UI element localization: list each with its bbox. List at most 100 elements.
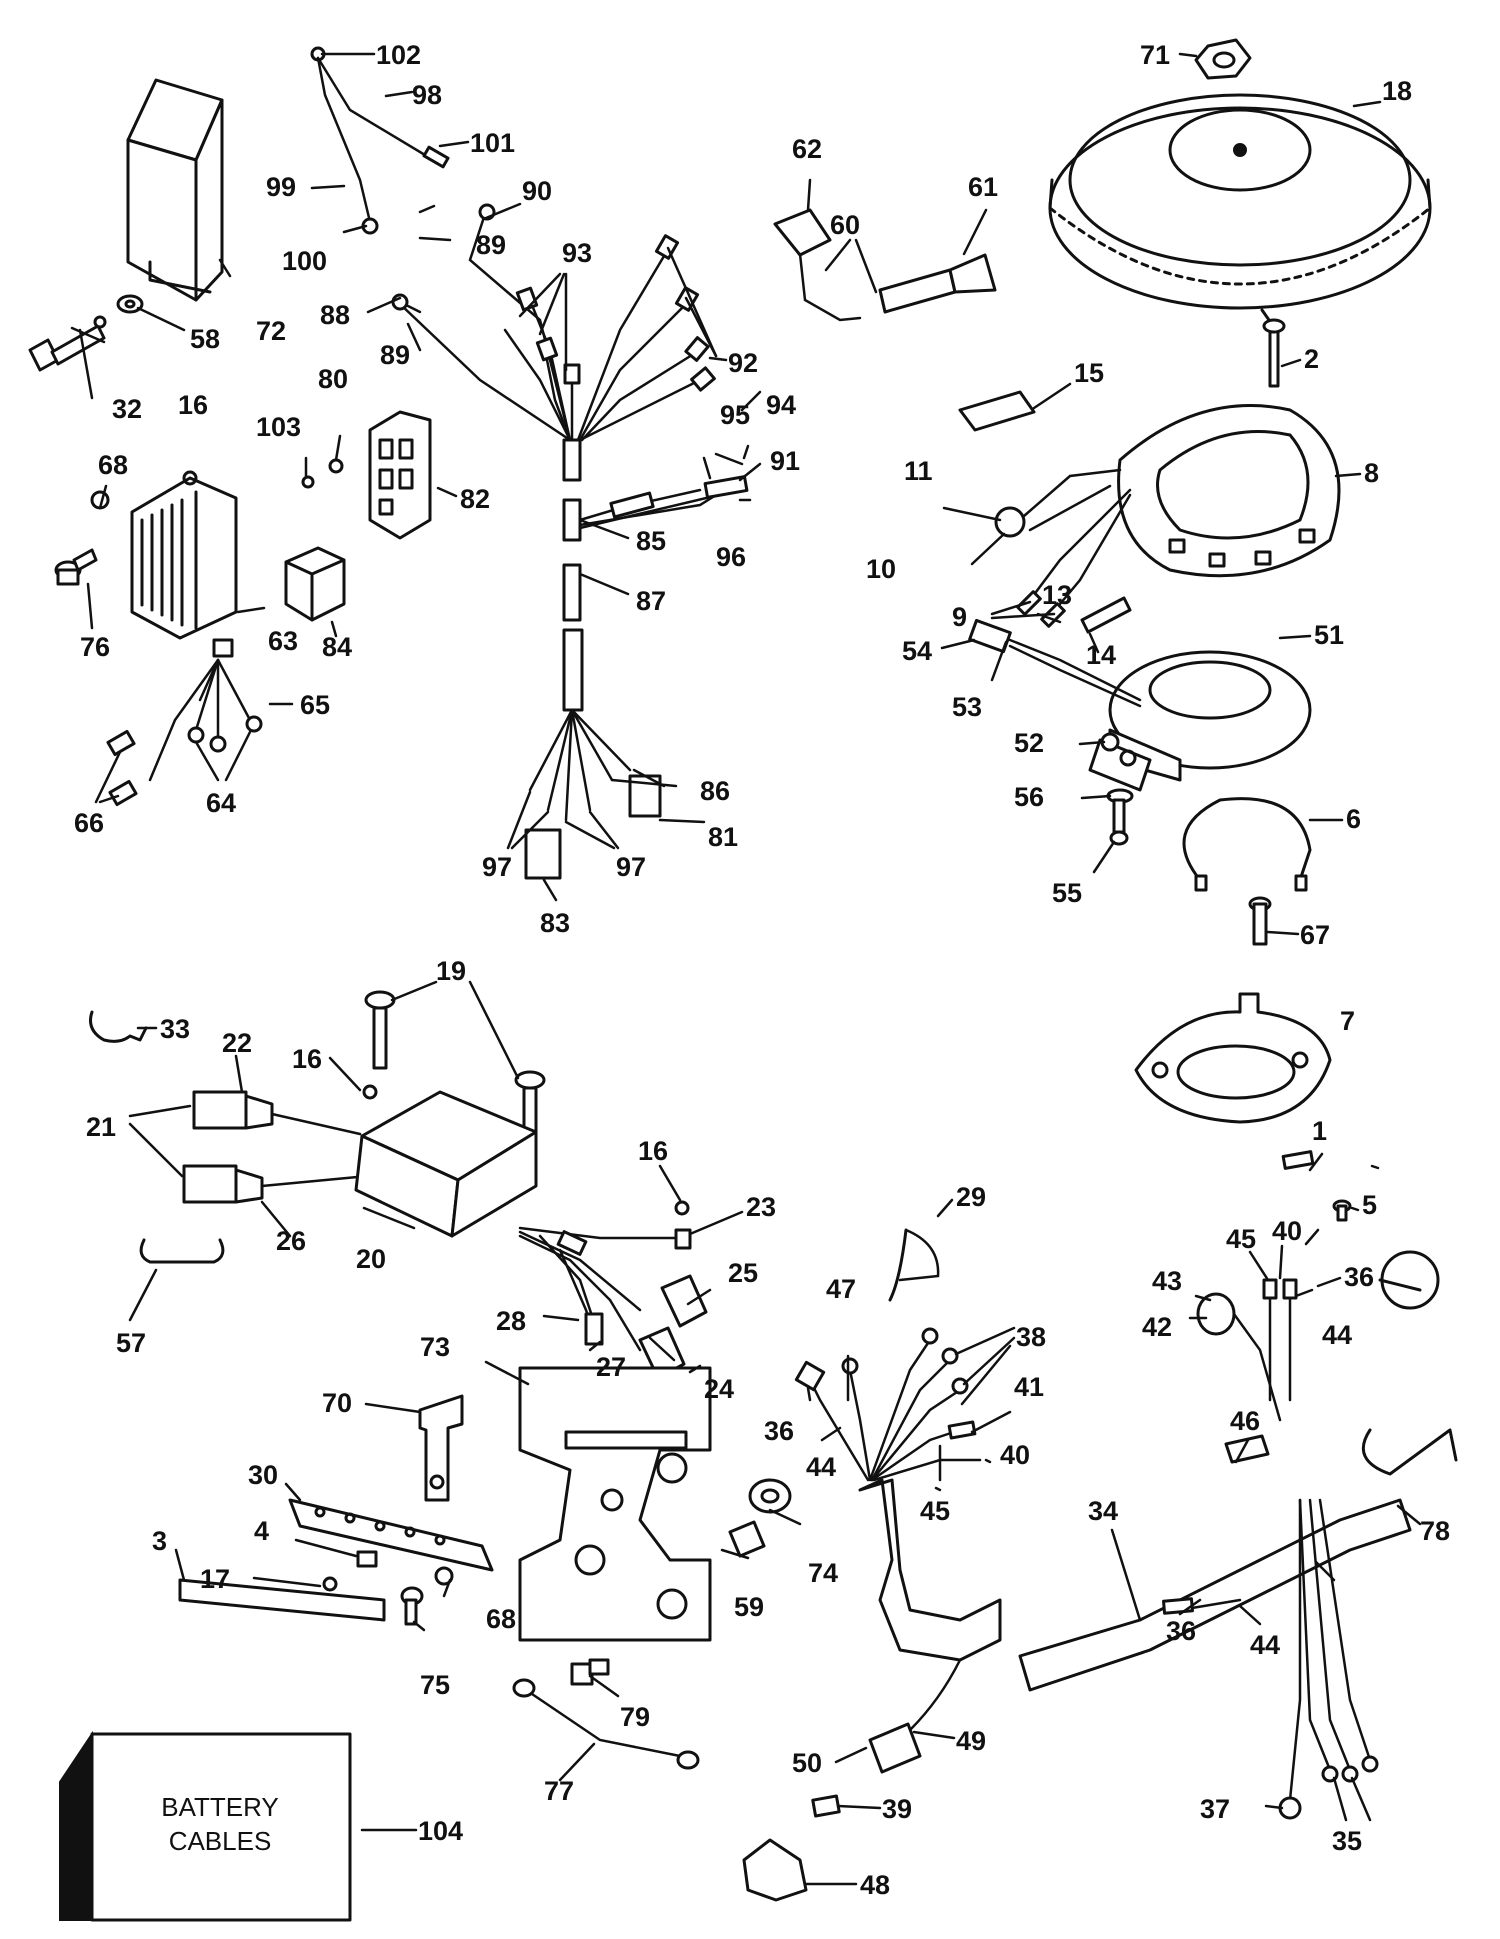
callout-45-b: 45 [1226,1224,1256,1254]
callout-25: 25 [728,1258,758,1288]
box-label-line-2: CABLES [169,1826,272,1856]
callout-77: 77 [544,1776,574,1806]
callout-44-a: 44 [806,1452,836,1482]
callout-73: 73 [420,1332,450,1362]
part-34-main-harness [1018,1498,1412,1692]
callout-91: 91 [770,446,800,476]
callout-24: 24 [704,1374,734,1404]
callout-98: 98 [412,80,442,110]
callout-88: 88 [320,300,350,330]
part-20-power-pack [354,1090,538,1238]
callout-16-c: 16 [638,1136,668,1166]
callout-76: 76 [80,632,110,662]
part-73-mounting-plate [518,1366,712,1642]
callout-61: 61 [968,172,998,202]
callout-19: 19 [436,956,466,986]
callout-48: 48 [860,1870,890,1900]
part-74-grommet [748,1478,792,1514]
callout-96: 96 [716,542,746,572]
callout-23: 23 [746,1192,776,1222]
leader-lines [70,52,1422,1886]
callout-26: 26 [276,1226,306,1256]
part-23-ground-lead [518,1226,692,1250]
part-48-boot [742,1838,808,1902]
part-4-jumper [356,1550,378,1568]
part-82-terminal-block [368,410,432,540]
callout-22: 22 [222,1028,252,1058]
callout-56: 56 [1014,782,1044,812]
callout-11: 11 [904,456,933,486]
callout-78: 78 [1420,1516,1450,1546]
callout-6: 6 [1346,804,1361,834]
part-103-screw [301,475,315,489]
callout-97-b: 97 [616,852,646,882]
callout-95: 95 [720,400,750,430]
part-2-bolt [1262,318,1286,388]
callout-66: 66 [74,808,104,838]
callout-90: 90 [522,176,552,206]
callout-40-b: 40 [1272,1216,1302,1246]
callout-14: 14 [1086,640,1116,670]
part-33-spring-clip [89,1010,148,1043]
callout-53: 53 [952,692,982,722]
callout-5: 5 [1362,1190,1377,1220]
callout-102: 102 [376,40,421,70]
box-label-line-1: BATTERY [161,1792,279,1822]
callout-63: 63 [268,626,298,656]
part-16-washer-b [674,1200,690,1216]
callout-44-b: 44 [1322,1320,1352,1350]
callout-45-a: 45 [920,1496,950,1526]
callout-51: 51 [1314,620,1344,650]
callout-68-b: 68 [486,1604,516,1634]
callout-62: 62 [792,134,822,164]
part-47-harness [794,1327,1002,1732]
callout-36-c: 36 [1166,1616,1196,1646]
callout-9: 9 [952,602,967,632]
callout-60: 60 [830,210,860,240]
callout-59: 59 [734,1592,764,1622]
callout-54: 54 [902,636,932,666]
callout-43: 43 [1152,1266,1182,1296]
callout-44-c: 44 [1250,1630,1280,1660]
part-61-spark-plug-cap [878,253,997,314]
part-104-battery-cables-box: BATTERY CABLES [59,1730,352,1922]
callout-41: 41 [1014,1372,1044,1402]
part-98-cable-assembly [310,46,450,235]
part-57-spring-clip [139,1238,225,1264]
callout-50: 50 [792,1748,822,1778]
callout-65: 65 [300,690,330,720]
callout-58: 58 [190,324,220,354]
callout-70: 70 [322,1388,352,1418]
callout-97-a: 97 [482,852,512,882]
part-79-screw [570,1658,610,1686]
part-16-washer-a [362,1084,378,1100]
part-77-cable [512,1678,700,1770]
callout-87: 87 [636,586,666,616]
part-15-clip [958,390,1036,432]
callout-30: 30 [248,1460,278,1490]
callout-2: 2 [1304,344,1319,374]
callout-13: 13 [1042,580,1072,610]
part-22-connector [192,1090,362,1136]
callout-46: 46 [1230,1406,1260,1436]
callout-20: 20 [356,1244,386,1274]
callout-16-b: 16 [292,1044,322,1074]
part-11-connector [994,468,1122,538]
part-65-leads [106,658,263,807]
callout-40-a: 40 [1000,1440,1030,1470]
part-19-bolt-a [364,990,396,1070]
part-29-lead [888,1228,940,1302]
part-5-screw [1332,1199,1352,1222]
part-28-terminal [558,1248,604,1346]
part-39-terminal [811,1794,841,1818]
callout-89-a: 89 [476,230,506,260]
callout-89-b: 89 [380,340,410,370]
callout-36-a: 36 [764,1416,794,1446]
part-45-leads [1262,1278,1298,1402]
part-1-clip [1281,1150,1315,1170]
callout-57: 57 [116,1328,146,1358]
callout-42: 42 [1142,1312,1172,1342]
part-68-nut-b [434,1566,454,1586]
part-3-cover [178,1578,386,1622]
